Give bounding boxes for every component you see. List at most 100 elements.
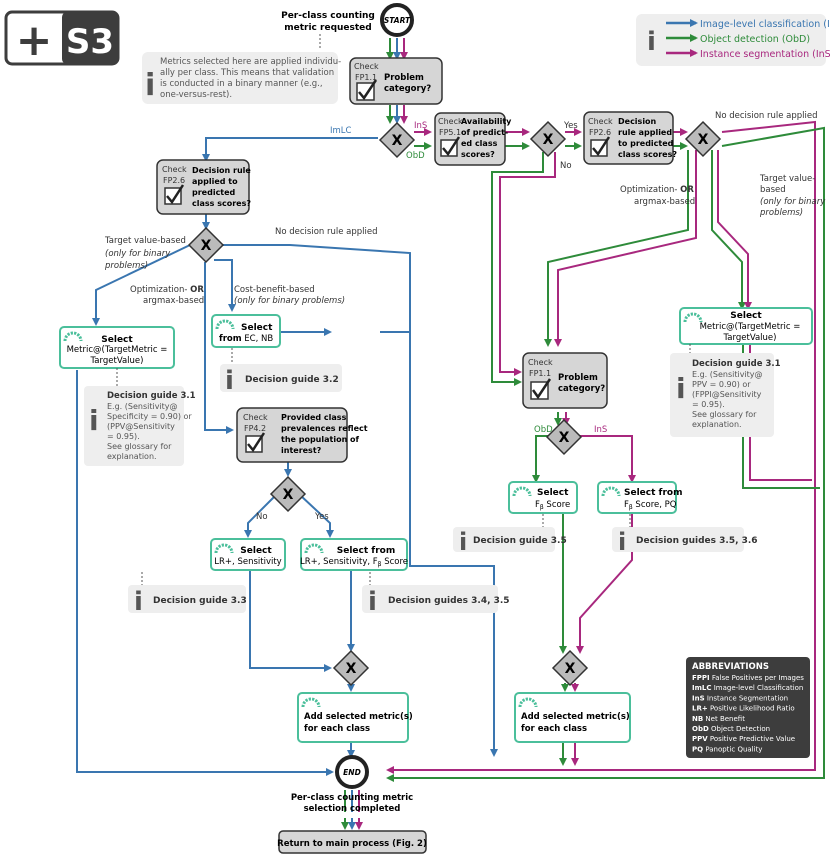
line-target-obd xyxy=(711,150,746,310)
decision-guide-356: i Decision guides 3.5, 3.6 xyxy=(612,514,758,556)
add-line-1: Add selected metric(s) xyxy=(521,712,630,722)
metric-line-1: Metric@(TargetMetric = xyxy=(67,345,168,355)
dg31l-title: Decision guide 3.1 xyxy=(107,391,196,401)
opt-right-1: Optimization- OR xyxy=(620,185,694,195)
select-word: Select xyxy=(101,335,133,345)
label-no: No xyxy=(560,161,572,171)
check-fp42: Check FP4.2 Provided class prevalences r… xyxy=(236,407,368,463)
abbr-row: FPPI False Positives per Images xyxy=(692,674,804,682)
decision-guide-33: i Decision guide 3.3 xyxy=(128,572,247,617)
legend-ins: Instance segmentation (InS) xyxy=(700,49,830,60)
metric-line-1: Metric@(TargetMetric = xyxy=(700,322,801,332)
abbreviations-box: ABBREVIATIONS FPPI False Positives per I… xyxy=(686,657,810,758)
check-word: Check xyxy=(528,358,553,367)
question-3: the population of xyxy=(281,435,360,444)
end-caption-1: Per-class counting metric xyxy=(291,793,413,803)
question-2: applied to xyxy=(192,177,238,186)
check-word: Check xyxy=(243,413,268,422)
select-fbeta: Select Fβ Score xyxy=(508,481,578,514)
start-node: START Per-class counting metric requeste… xyxy=(281,3,414,50)
cost-benefit-2: (only for binary problems) xyxy=(234,296,345,306)
select-ec-nb: Select from EC, NB xyxy=(211,314,281,348)
x-icon: X xyxy=(559,430,570,446)
line-target-ins xyxy=(717,150,752,310)
start-caption-2: metric requested xyxy=(284,23,371,33)
info-icon: i xyxy=(676,372,686,405)
select-from-word: Select from xyxy=(624,488,682,498)
line-norule-left2 xyxy=(409,330,498,757)
connectors xyxy=(76,38,825,830)
line-ins-select xyxy=(580,435,636,483)
question-1: Provided class xyxy=(281,413,347,422)
cost-benefit-1: Cost-benefit-based xyxy=(234,285,315,295)
select-metric-right: Select Metric@(TargetMetric = TargetValu… xyxy=(679,307,813,345)
decision-diamond-3: X xyxy=(684,120,722,158)
legend: i Image-level classification (ImLC) Obje… xyxy=(636,14,830,66)
x-icon: X xyxy=(201,238,212,254)
dg31l-3: (PPV@Sensitivity xyxy=(107,422,175,431)
target-right-2: based xyxy=(760,185,786,195)
fp-code: FP2.6 xyxy=(589,128,611,137)
question-2: of predict- xyxy=(461,128,508,137)
target-left-2: (only for binary xyxy=(105,249,171,259)
dg31r-1: E.g. (Sensitivity@ xyxy=(692,370,763,379)
select-word: Select xyxy=(730,311,762,321)
legend-info-icon: i xyxy=(647,27,656,57)
abbr-row: LR+ Positive Likelihood Ratio xyxy=(692,705,795,713)
dg31r-3: (FPPI@Sensitivity xyxy=(692,390,762,399)
opt-left-2: argmax-based xyxy=(143,296,204,306)
label-yes-fp42: Yes xyxy=(314,512,329,522)
info-icon: i xyxy=(89,404,99,437)
abbr-row: PPV Positive Predictive Value xyxy=(692,735,795,743)
question-3: ed class xyxy=(461,139,498,148)
check-fp26-right: Check FP2.6 Decision rule applied to pre… xyxy=(583,111,677,165)
label-imlc: ImLC xyxy=(330,126,352,136)
dg33-title: Decision guide 3.3 xyxy=(153,596,247,606)
x-icon: X xyxy=(392,133,403,149)
label-ins-2: InS xyxy=(594,425,607,435)
question-1: Problem xyxy=(558,373,598,383)
select-lr-sensitivity: Select LR+, Sensitivity xyxy=(210,538,286,571)
decision-guide-31-right: i Decision guide 3.1 E.g. (Sensitivity@ … xyxy=(670,344,781,437)
add-metric-right: Add selected metric(s) for each class xyxy=(514,692,631,743)
decision-diamond-6: X xyxy=(332,649,370,687)
info-icon: i xyxy=(459,528,467,556)
check-word: Check xyxy=(354,62,379,71)
x-icon: X xyxy=(346,661,357,677)
label-no-rule-right: No decision rule applied xyxy=(715,111,818,121)
select-from-fbeta-pq: Select from Fβ Score, PQ xyxy=(597,481,682,514)
question-3: predicted xyxy=(192,188,236,197)
question-2: rule applied xyxy=(618,128,672,137)
info-line-2: ally per class. This means that validati… xyxy=(160,68,334,78)
line-norule-obd xyxy=(386,126,825,782)
abbr-row: ObD Object Detection xyxy=(692,725,770,733)
check-word: Check xyxy=(162,165,187,174)
return-to-main-button[interactable]: Return to main process (Fig. 2) xyxy=(277,830,427,854)
info-metrics-note: i Metrics selected here are applied indi… xyxy=(142,52,341,104)
question-3: to predicted xyxy=(618,139,674,148)
dg31r-6: explanation. xyxy=(692,420,742,429)
fb-items: Fβ Score xyxy=(535,500,570,511)
select-word: Select xyxy=(241,323,273,333)
info-icon: i xyxy=(618,528,626,556)
ec-nb-line: from EC, NB xyxy=(219,334,273,344)
dg31l-4: = 0.95). xyxy=(107,432,140,441)
decision-guide-32: i Decision guide 3.2 xyxy=(220,348,342,396)
dg31r-5: See glossary for xyxy=(692,410,757,419)
return-label: Return to main process (Fig. 2) xyxy=(277,839,427,849)
select-from-lr-fbeta: Select from LR+, Sensitivity, Fβ Score xyxy=(300,538,408,571)
decision-diamond-8: X xyxy=(551,649,589,687)
question-4: scores? xyxy=(461,150,495,159)
badge-plus: + xyxy=(16,15,53,66)
dg31r-2: PPV = 0.90) or xyxy=(692,380,751,389)
x-icon: X xyxy=(283,487,294,503)
label-no-fp42: No xyxy=(256,512,268,522)
info-line-1: Metrics selected here are applied indivi… xyxy=(160,57,341,67)
x-icon: X xyxy=(698,132,709,148)
fp-code: FP1.1 xyxy=(529,369,551,378)
question-2: category? xyxy=(384,84,431,94)
end-label: END xyxy=(343,768,361,777)
dg31l-6: explanation. xyxy=(107,452,157,461)
x-icon: X xyxy=(565,661,576,677)
